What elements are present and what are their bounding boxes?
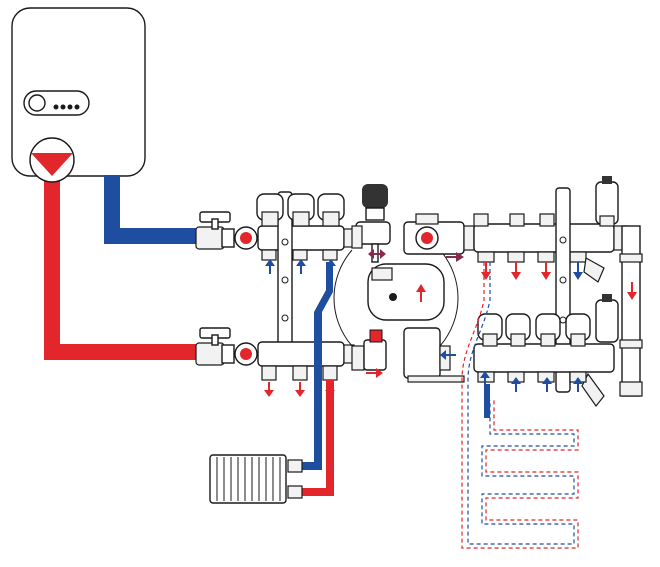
radiator-icon (209, 454, 303, 504)
valve-head (505, 313, 531, 347)
indicator-dots (53, 104, 80, 110)
supply-pipe-boiler (44, 172, 200, 360)
valve-head (535, 313, 561, 347)
underfloor-return-pipe (484, 384, 490, 418)
valve-head (317, 193, 345, 227)
circulation-pump-icon (367, 263, 445, 321)
valve-head (287, 193, 315, 227)
valve-head (256, 193, 284, 227)
valve-head (477, 313, 503, 347)
underfloor-loop-icon (461, 262, 579, 549)
boiler-pump-icon (29, 137, 75, 183)
air-vent-icon (595, 294, 619, 343)
manifold-bracket (555, 187, 571, 393)
flow-arrows (264, 249, 637, 397)
radiator-return-pipe (302, 262, 333, 470)
return-manifold (195, 191, 355, 353)
return-pipe-boiler (104, 175, 200, 244)
radiator-supply-pipe (302, 380, 334, 496)
supply-manifold (195, 327, 355, 381)
valve-head (565, 313, 591, 347)
underfloor-return-manifold (473, 313, 615, 383)
boiler-icon (11, 7, 146, 177)
mixing-unit (333, 184, 475, 383)
end-connector (621, 225, 641, 397)
thermostatic-head-icon (362, 184, 388, 221)
drain-valve-icon (581, 257, 605, 408)
air-vent-icon (595, 176, 619, 227)
